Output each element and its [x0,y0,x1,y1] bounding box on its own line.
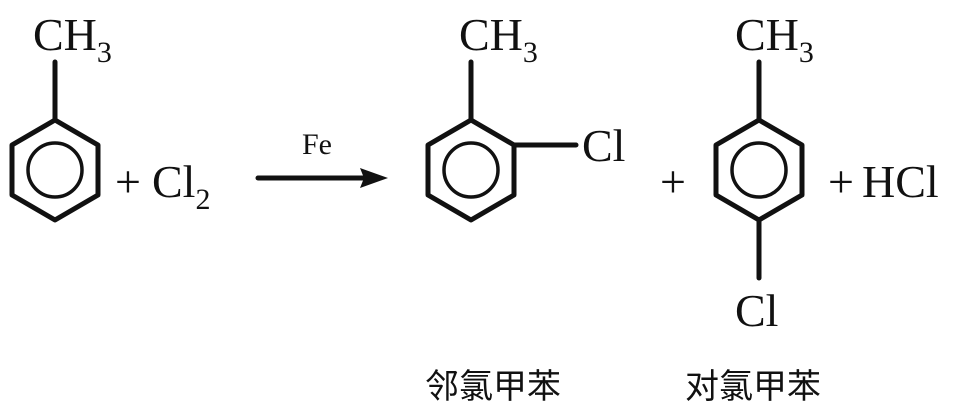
para-aromatic-circle [730,141,788,199]
plus-sign-1: + [115,156,141,207]
catalyst-label: Fe [302,128,332,161]
ortho-methyl-label: CH3 [459,9,538,69]
para-chlorotoluene-structure: CH3 Cl [713,9,814,336]
plus-sign-3: + [828,156,854,207]
para-benzene-ring [713,117,805,223]
ortho-chloro-label: Cl [582,120,625,171]
ortho-chlorotoluene-name: 邻氯甲苯 [425,367,561,407]
chlorine-reagent: Cl2 [152,156,210,216]
para-methyl-label: CH3 [735,9,814,69]
toluene-aromatic-circle [26,141,84,199]
arrow-head [360,168,388,188]
reaction-arrow: Fe [255,128,388,188]
toluene-benzene-ring [9,117,101,223]
para-chlorotoluene-name: 对氯甲苯 [685,367,821,407]
toluene-structure: CH3 [9,9,112,223]
ortho-chlorotoluene-structure: CH3 Cl [425,9,625,223]
toluene-methyl-label: CH3 [33,9,112,69]
ortho-benzene-ring [425,117,517,223]
hcl-byproduct: HCl [862,156,939,207]
para-chloro-label: Cl [735,285,778,336]
ortho-aromatic-circle [442,141,500,199]
plus-sign-2: + [660,156,686,207]
